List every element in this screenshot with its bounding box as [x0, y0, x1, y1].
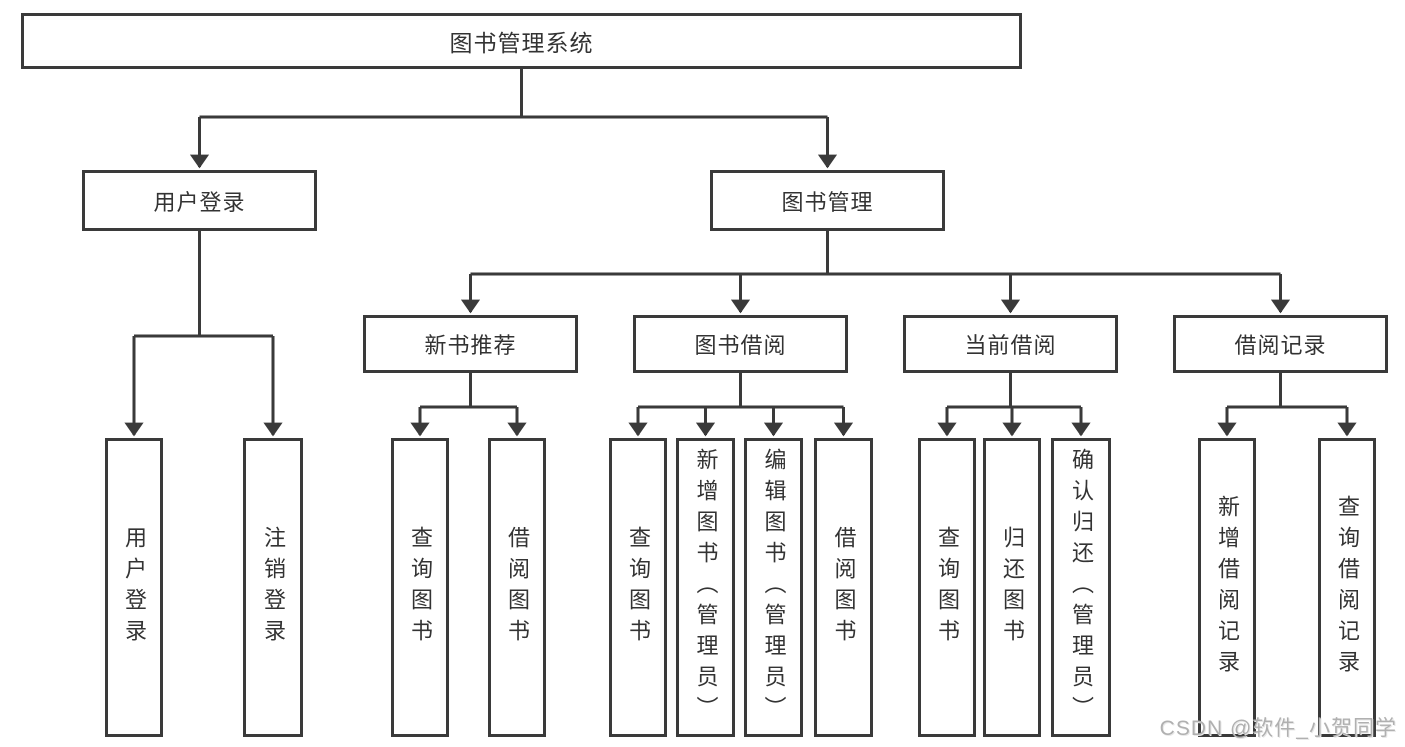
node-new-book-recommendation: 新书推荐: [363, 315, 578, 373]
leaf-add-borrow-record: 新增借阅记录: [1198, 438, 1256, 737]
node-root-library-management-system: 图书管理系统: [21, 13, 1022, 69]
csdn-watermark: CSDN @软件_小贺同学: [1159, 717, 1397, 740]
leaf-add-books-admin: 新增图书（管理员）: [676, 438, 735, 737]
leaf-query-books-borrow: 查询图书: [609, 438, 667, 737]
leaf-borrow-books-newrec: 借阅图书: [488, 438, 546, 737]
node-current-borrowing: 当前借阅: [903, 315, 1118, 373]
leaf-query-books-newrec: 查询图书: [391, 438, 449, 737]
node-borrowing-records: 借阅记录: [1173, 315, 1388, 373]
node-book-management: 图书管理: [710, 170, 945, 231]
leaf-logout: 注销登录: [243, 438, 303, 737]
node-book-borrowing: 图书借阅: [633, 315, 848, 373]
leaf-user-login: 用户登录: [105, 438, 163, 737]
leaf-borrow-books-borrow: 借阅图书: [814, 438, 873, 737]
node-user-login: 用户登录: [82, 170, 317, 231]
leaf-query-books-current: 查询图书: [918, 438, 976, 737]
leaf-query-borrow-record: 查询借阅记录: [1318, 438, 1376, 737]
leaf-confirm-return-admin: 确认归还（管理员）: [1051, 438, 1111, 737]
leaf-edit-books-admin: 编辑图书（管理员）: [744, 438, 803, 737]
leaf-return-books: 归还图书: [983, 438, 1041, 737]
